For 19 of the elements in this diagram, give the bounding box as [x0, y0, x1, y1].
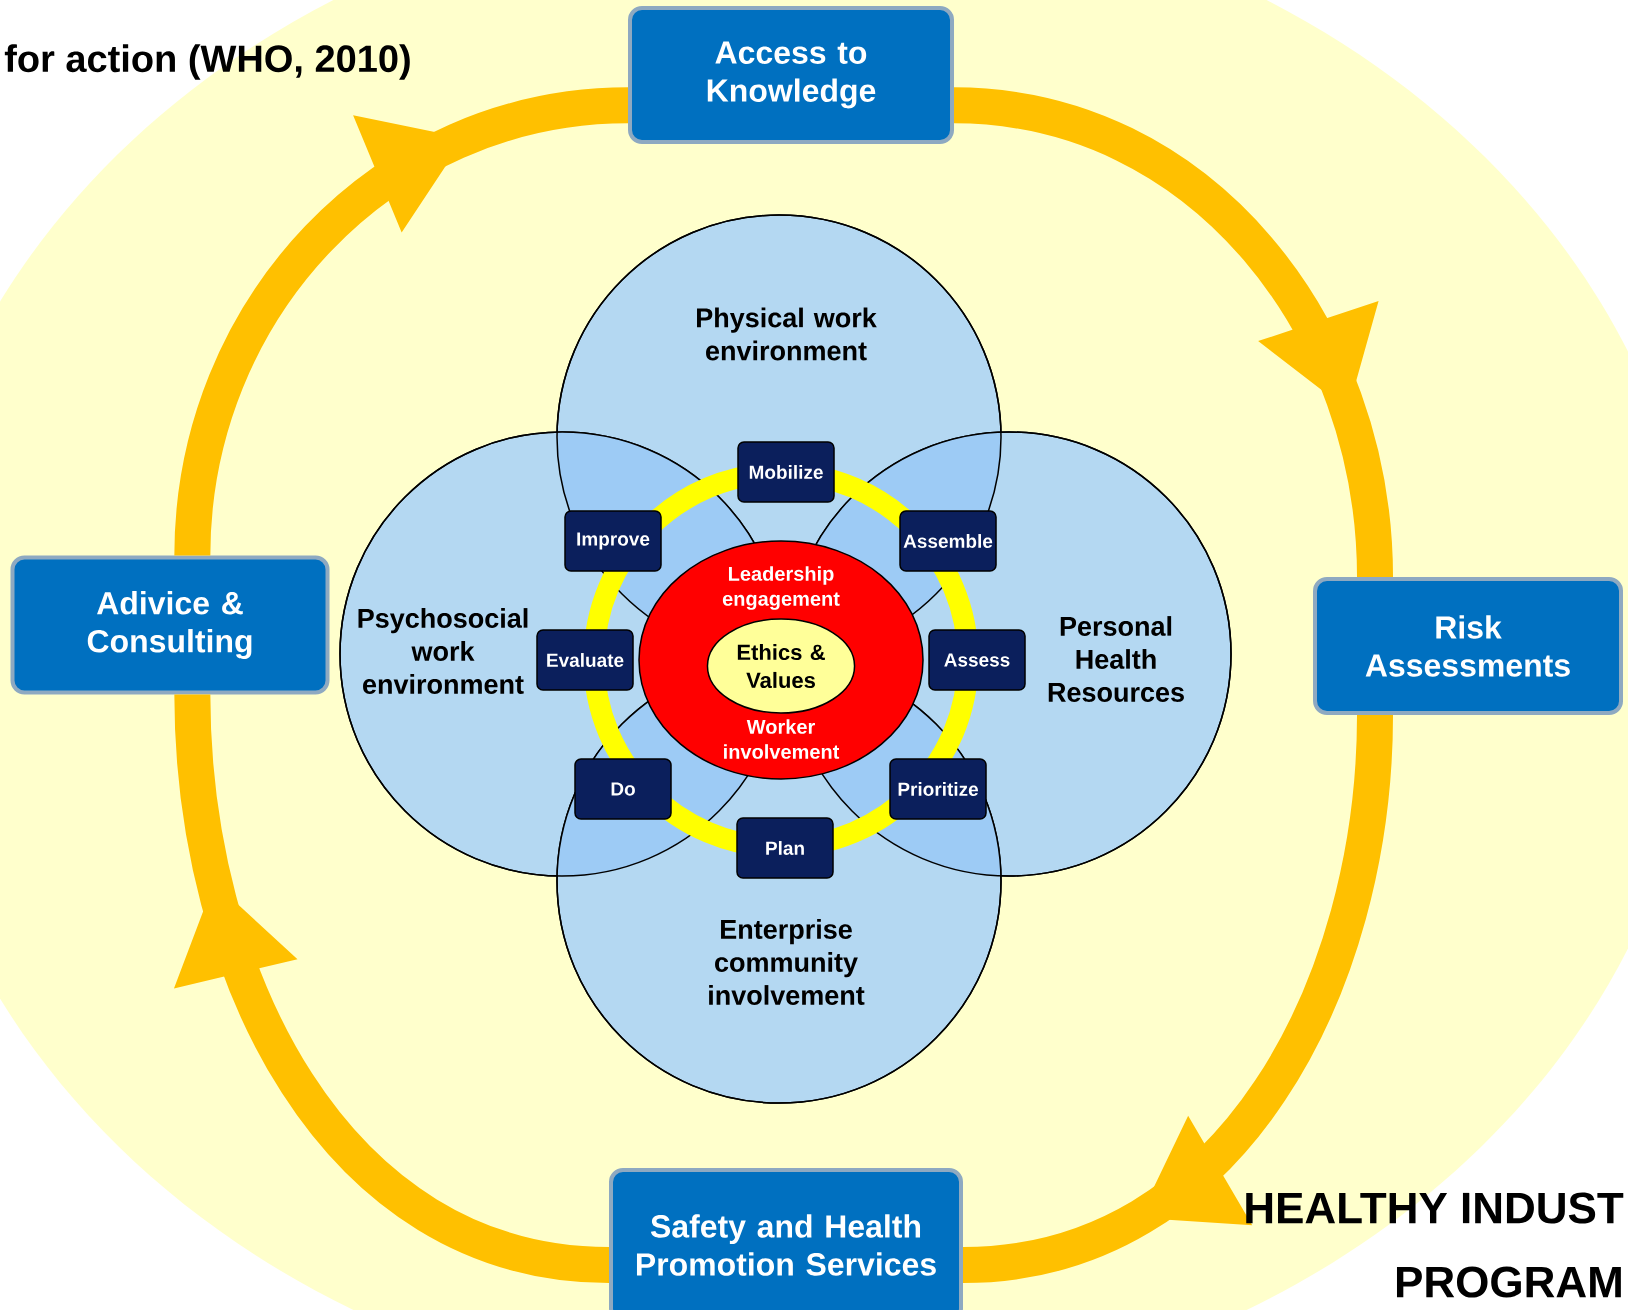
step-box: Plan: [736, 817, 834, 879]
heading-text: HEALTHY INDUST: [1246, 1192, 1624, 1224]
service-box: Safety and Health Promotion Services: [609, 1168, 963, 1310]
step-box: Evaluate: [536, 629, 634, 691]
step-box: Assess: [928, 629, 1026, 691]
cycle-arrow: [952, 87, 1393, 579]
step-box: Assemble: [899, 510, 997, 572]
cycle-arrow: [961, 714, 1393, 1283]
step-box: Prioritize: [889, 758, 987, 820]
cycle-arrow: [173, 693, 611, 1283]
step-box: Improve: [564, 510, 662, 572]
knowledge-box: Access to Knowledge: [628, 6, 954, 144]
step-box: Mobilize: [737, 441, 835, 503]
step-box: Do: [574, 758, 672, 820]
service-box: Adivice & Consulting: [10, 555, 330, 695]
cycle-arrow: [174, 87, 630, 557]
heading-text: for action (WHO, 2010): [4, 44, 410, 80]
heading-text: PROGRAM: [1397, 1266, 1621, 1298]
service-box: Risk Assessments: [1313, 577, 1623, 715]
